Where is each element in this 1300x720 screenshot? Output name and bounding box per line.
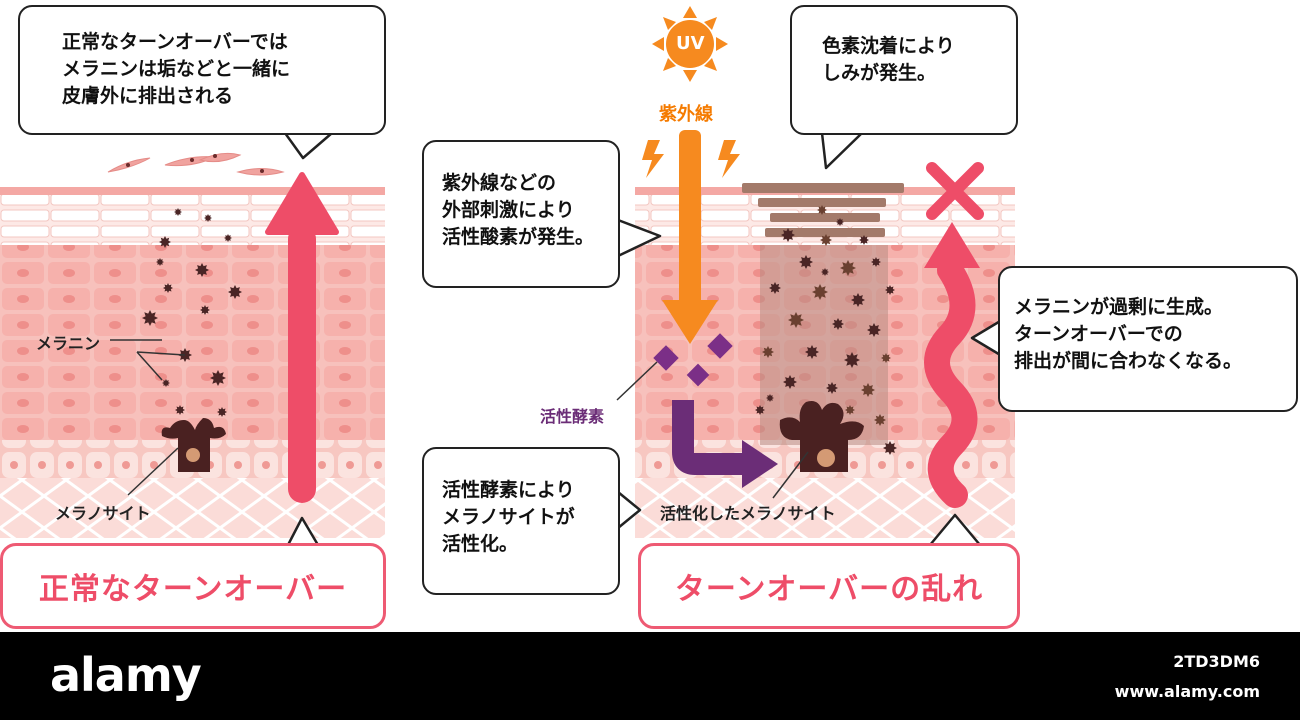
melanin-granule xyxy=(885,285,895,295)
melanin-granule xyxy=(228,285,242,299)
melanin-granule xyxy=(840,260,856,276)
watermark-logo: alamy xyxy=(50,648,202,702)
melanin-granule xyxy=(159,236,171,248)
melanin-granule xyxy=(817,205,827,215)
blocked-x-icon xyxy=(926,162,984,220)
melanin-granule xyxy=(799,255,813,269)
melanin-granule xyxy=(762,346,774,358)
melanin-granule xyxy=(781,228,795,242)
melanin-granule xyxy=(156,258,164,266)
melanin-granule xyxy=(836,218,844,226)
melanin-granule xyxy=(783,375,797,389)
watermark-image-id: 2TD3DM6 xyxy=(1173,652,1260,671)
bubble-uv-stimulus: 紫外線などの 外部刺激により 活性酸素が発生。 xyxy=(422,140,620,288)
pigment-deposit-layers xyxy=(742,183,904,237)
label-ros: 活性酵素 xyxy=(540,407,605,426)
title-normal-turnover: 正常なターンオーバー xyxy=(0,543,386,629)
melanocyte-normal xyxy=(161,418,226,472)
activation-arrow xyxy=(672,400,778,488)
label-melanocyte: メラノサイト xyxy=(55,504,151,523)
melanin-granule xyxy=(163,283,173,293)
ros-particles xyxy=(653,333,733,387)
melanin-granule xyxy=(861,383,875,397)
label-activated-melanocyte: 活性化したメラノサイト xyxy=(660,504,836,523)
melanin-granule xyxy=(788,312,804,328)
bubble-normal-turnover: 正常なターンオーバーでは メラニンは垢などと一緒に 皮膚外に排出される xyxy=(18,5,386,135)
bubble-pigmentation: 色素沈着により しみが発生。 xyxy=(790,5,1018,135)
bubble-tails xyxy=(283,132,1003,546)
ros-pointer-line xyxy=(616,361,658,401)
lightning-icon xyxy=(642,140,740,178)
melanin-granule xyxy=(844,352,860,368)
melanin-granule xyxy=(805,345,819,359)
melanin-granule xyxy=(769,282,781,294)
melanin-granule xyxy=(195,263,209,277)
melanin-granule xyxy=(174,208,182,216)
melanin-granule xyxy=(210,370,226,386)
melanin-granule xyxy=(812,284,828,300)
melanin-granule xyxy=(832,318,844,330)
title-disrupted-turnover: ターンオーバーの乱れ xyxy=(638,543,1020,629)
melanin-granule xyxy=(826,382,838,394)
melanocyte-pointer-line xyxy=(127,447,179,496)
bubble-ros-activation: 活性酵素により メラノサイトが 活性化。 xyxy=(422,447,620,595)
melanin-granule xyxy=(200,305,210,315)
left-skin-cross-section xyxy=(0,187,385,538)
melanin-granule xyxy=(845,405,855,415)
melanin-granule xyxy=(881,353,891,363)
uv-sun-icon xyxy=(652,6,728,82)
melanin-granule xyxy=(766,394,774,402)
activated-melanocyte-pointer xyxy=(772,451,809,499)
melanin-granule xyxy=(820,234,832,246)
watermark-footer xyxy=(0,632,1300,720)
disrupted-turnover-arrow xyxy=(924,222,980,508)
melanin-granule xyxy=(224,234,232,242)
watermark-url: www.alamy.com xyxy=(1114,682,1260,701)
melanin-granule xyxy=(175,405,185,415)
melanin-granule xyxy=(755,405,765,415)
uv-down-arrow xyxy=(662,130,718,344)
turnover-up-arrow xyxy=(265,172,339,503)
shedding-flakes xyxy=(107,152,285,176)
diagram-artwork xyxy=(0,6,1015,546)
melanin-granule xyxy=(204,214,212,222)
melanin-granule xyxy=(821,268,829,276)
melanin-granule xyxy=(217,407,227,417)
melanin-granules-excess xyxy=(755,205,897,455)
melanocyte-activated xyxy=(779,401,864,472)
melanin-granule xyxy=(874,414,886,426)
melanin-granule xyxy=(867,323,881,337)
label-uv: 紫外線 xyxy=(659,104,713,125)
melanin-granule xyxy=(162,379,170,387)
label-melanin: メラニン xyxy=(36,334,101,353)
melanin-granule xyxy=(851,293,865,307)
uv-badge-text: UV xyxy=(676,33,705,54)
melanin-granule xyxy=(871,257,881,267)
bubble-excess-melanin: メラニンが過剰に生成。 ターンオーバーでの 排出が間に合わなくなる。 xyxy=(998,266,1298,412)
melanin-pointer-lines xyxy=(110,339,186,381)
melanin-granule xyxy=(883,441,897,455)
melanin-granules-normal xyxy=(142,208,242,417)
melanin-granule xyxy=(142,310,158,326)
melanin-granule xyxy=(859,235,869,245)
